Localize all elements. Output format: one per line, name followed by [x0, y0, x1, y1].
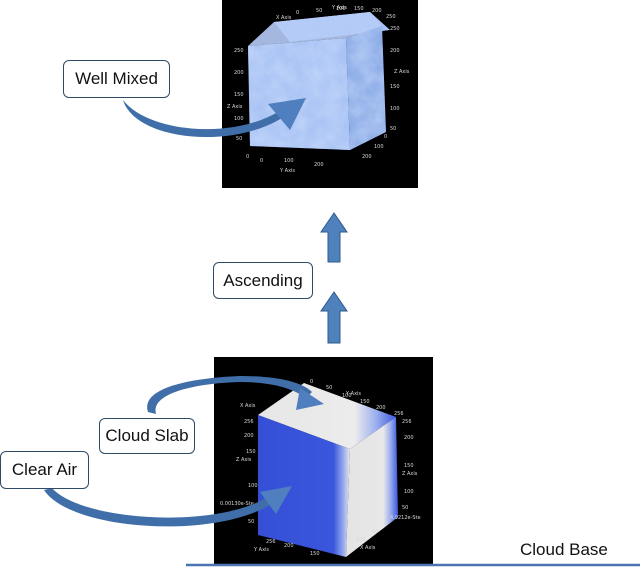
- top-cube-bottom-ticks: 0 100 200 200 100 0: [260, 134, 387, 168]
- svg-text:200: 200: [376, 405, 386, 411]
- svg-text:200: 200: [404, 435, 414, 441]
- top-cube-y-axis-bottom-label: Y Axis: [279, 168, 295, 174]
- cloud-slab-curved-arrow: [147, 376, 324, 414]
- cloud-slab-cube-render: X Axis Y Axis Z Axis Z Axis Y Axis X Axi…: [220, 379, 421, 557]
- top-cube-right-ticks: 250 200 150 100 50: [390, 26, 400, 132]
- top-cube-z-axis-left-label: Z Axis: [227, 104, 243, 110]
- svg-text:50: 50: [248, 519, 254, 525]
- svg-text:50: 50: [236, 136, 242, 142]
- cloud-slab-label: Cloud Slab: [99, 418, 195, 454]
- top-cube-left-ticks: 250 200 150 100 50 0: [234, 48, 249, 160]
- bottom-cube-right-ticks: 256 200 150 100 50: [402, 419, 414, 511]
- svg-text:100: 100: [404, 489, 414, 495]
- well-mixed-curved-arrow: [123, 98, 306, 138]
- ascending-label: Ascending: [213, 262, 313, 299]
- svg-text:200: 200: [234, 70, 244, 76]
- svg-text:150: 150: [246, 449, 256, 455]
- svg-text:150: 150: [354, 6, 364, 12]
- svg-text:250: 250: [390, 26, 400, 32]
- bottom-cube-z-axis-left-label: Z Axis: [236, 457, 252, 463]
- svg-text:256: 256: [394, 411, 404, 417]
- svg-text:50: 50: [372, 529, 378, 535]
- clear-air-label: Clear Air: [0, 451, 89, 489]
- svg-text:100: 100: [356, 537, 366, 543]
- svg-text:256: 256: [244, 419, 254, 425]
- ascending-up-arrow-lower: [320, 291, 348, 344]
- svg-text:200: 200: [314, 162, 324, 168]
- top-cube-x-axis-label: X Axis: [276, 15, 292, 21]
- svg-text:0: 0: [384, 521, 387, 527]
- bottom-cube-right-scale-label: 4.9212e-Ste: [390, 515, 421, 521]
- cloud-slab-cube-panel: X Axis Y Axis Z Axis Z Axis Y Axis X Axi…: [214, 357, 433, 564]
- svg-text:200: 200: [372, 8, 382, 14]
- svg-text:150: 150: [390, 84, 400, 90]
- bottom-cube-y-axis-top-label: Y Axis: [345, 391, 361, 397]
- well-mixed-label: Well Mixed: [63, 60, 170, 98]
- svg-text:100: 100: [374, 144, 384, 150]
- svg-text:150: 150: [234, 92, 244, 98]
- svg-text:100: 100: [284, 158, 294, 164]
- top-cube-top-ticks: 0 50 100 150 200 250: [296, 6, 396, 20]
- svg-text:100: 100: [342, 393, 352, 399]
- svg-text:250: 250: [234, 48, 244, 54]
- svg-text:250: 250: [386, 14, 396, 20]
- svg-text:200: 200: [390, 48, 400, 54]
- svg-text:0: 0: [246, 154, 249, 160]
- top-cube-z-axis-right-label: Z Axis: [394, 69, 410, 75]
- bottom-cube-bottom-ticks: 256 200 150 100 50 0: [266, 521, 387, 557]
- svg-text:256: 256: [266, 539, 276, 545]
- ascending-up-arrow-upper: [320, 212, 348, 263]
- bottom-cube-left-ticks: 256 200 150 100 50: [244, 419, 258, 525]
- svg-text:0: 0: [260, 158, 263, 164]
- top-cube-y-axis-label: Y Axis: [331, 5, 347, 11]
- svg-text:150: 150: [360, 399, 370, 405]
- svg-text:0: 0: [296, 10, 299, 16]
- svg-text:200: 200: [362, 154, 372, 160]
- bottom-cube-z-axis-right-label: Z Axis: [402, 471, 418, 477]
- bottom-cube-y-axis-bottom-label: Y Axis: [253, 547, 269, 553]
- svg-text:50: 50: [316, 8, 322, 14]
- svg-text:0: 0: [310, 379, 313, 385]
- svg-text:50: 50: [402, 505, 408, 511]
- svg-text:200: 200: [244, 433, 254, 439]
- slab-cube-side-face: [346, 417, 398, 557]
- svg-text:50: 50: [390, 126, 396, 132]
- slab-cube-top-face: [258, 383, 396, 449]
- bottom-cube-top-ticks: 0 50 100 150 200 256: [310, 379, 404, 417]
- cloud-base-label: Cloud Base: [520, 540, 608, 559]
- svg-text:200: 200: [284, 543, 294, 549]
- svg-text:0: 0: [384, 134, 387, 140]
- clear-air-curved-arrow: [44, 486, 292, 527]
- svg-text:100: 100: [248, 483, 258, 489]
- svg-text:256: 256: [402, 419, 412, 425]
- svg-text:50: 50: [326, 385, 332, 391]
- bottom-cube-x-axis-top-label: X Axis: [240, 403, 256, 409]
- svg-text:150: 150: [310, 551, 320, 557]
- svg-text:100: 100: [336, 6, 346, 12]
- slab-cube-front-face: [258, 415, 350, 557]
- svg-text:100: 100: [234, 116, 244, 122]
- bottom-cube-left-scale-label: 0.00130e-Ste: [220, 501, 254, 507]
- svg-text:100: 100: [390, 106, 400, 112]
- svg-text:150: 150: [404, 463, 414, 469]
- bottom-cube-x-axis-bottom-label: X Axis: [360, 545, 376, 551]
